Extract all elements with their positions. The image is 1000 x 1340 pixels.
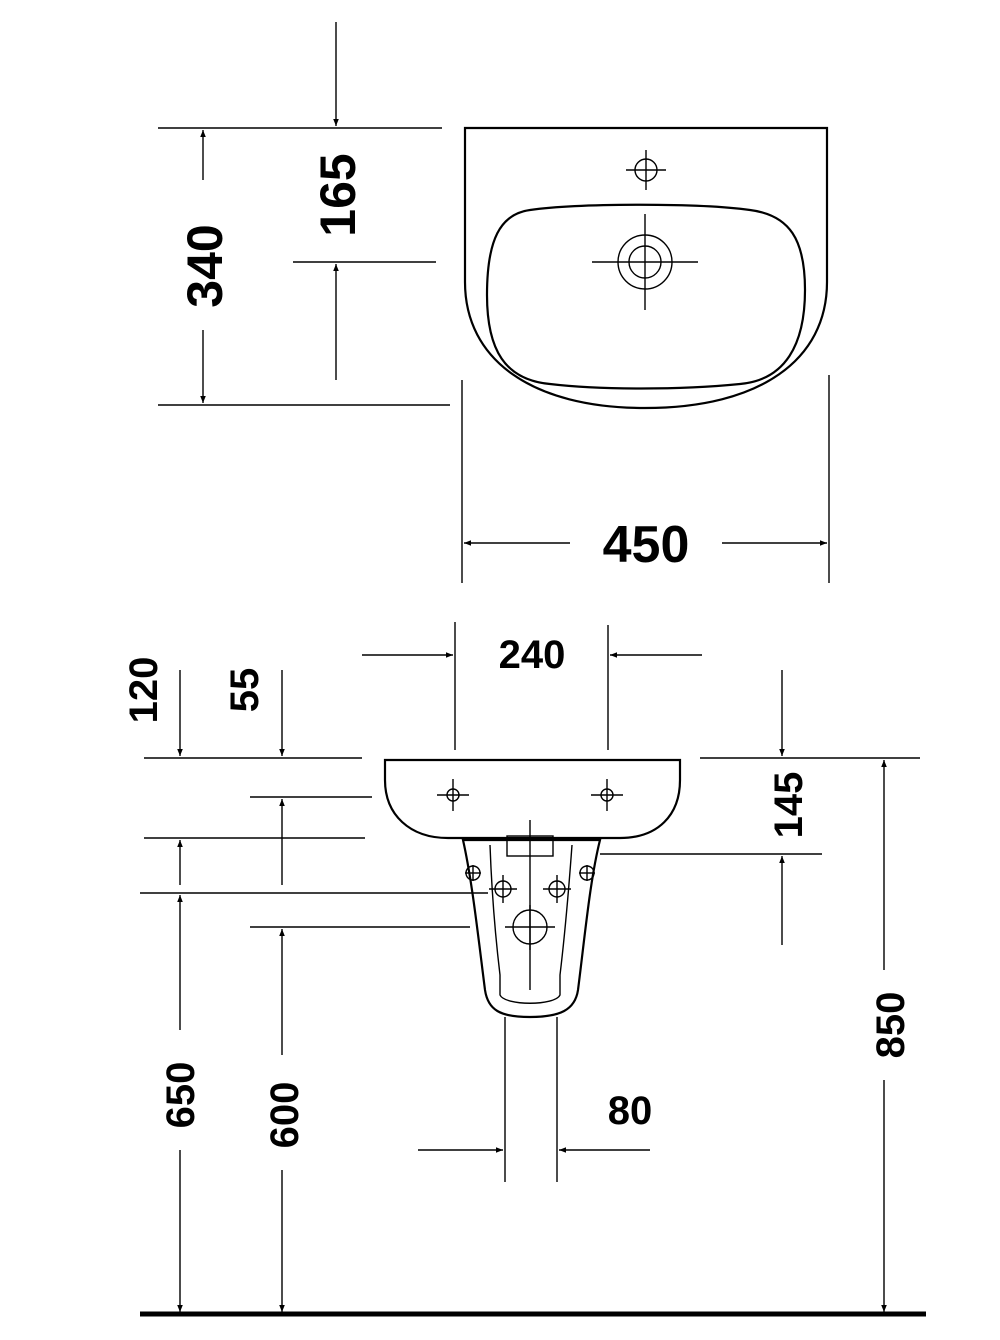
dimension-650: 650 — [140, 892, 488, 1312]
pedestal — [461, 838, 602, 1019]
supply-point-right — [543, 875, 571, 903]
dim-label-145: 145 — [767, 772, 811, 839]
pedestal-fixing-left — [465, 865, 481, 881]
dimension-600: 600 — [250, 926, 470, 1312]
dim-label-850: 850 — [869, 992, 913, 1059]
dim-label-240: 240 — [499, 633, 566, 677]
basin-bowl-top — [485, 203, 807, 390]
dimension-120: 120 — [122, 657, 365, 885]
fixing-point-left — [437, 779, 469, 811]
basin-outline-front — [383, 758, 682, 840]
front-view-basin — [383, 758, 682, 1182]
dim-label-600: 600 — [263, 1082, 307, 1149]
dim-label-450: 450 — [603, 516, 690, 574]
dimension-165: 165 — [293, 22, 436, 380]
dim-label-165: 165 — [310, 153, 366, 236]
dim-label-650: 650 — [159, 1062, 203, 1129]
supply-point-left — [489, 875, 517, 903]
top-view-basin — [463, 126, 829, 410]
dim-label-120: 120 — [122, 657, 166, 724]
dimension-340: 340 — [158, 127, 450, 406]
dim-label-340: 340 — [177, 224, 233, 307]
fixing-point-right — [591, 779, 623, 811]
dimension-850: 850 — [869, 760, 913, 1312]
dimension-145: 145 — [600, 670, 920, 945]
dimension-240: 240 — [362, 622, 702, 750]
basin-outline-top — [463, 126, 829, 410]
dimension-450: 450 — [461, 375, 830, 583]
dim-label-55: 55 — [223, 668, 267, 713]
dimension-55: 55 — [223, 668, 372, 885]
dim-label-80: 80 — [608, 1089, 653, 1133]
dimension-80: 80 — [418, 1089, 653, 1153]
pedestal-fixing-right — [579, 865, 595, 881]
